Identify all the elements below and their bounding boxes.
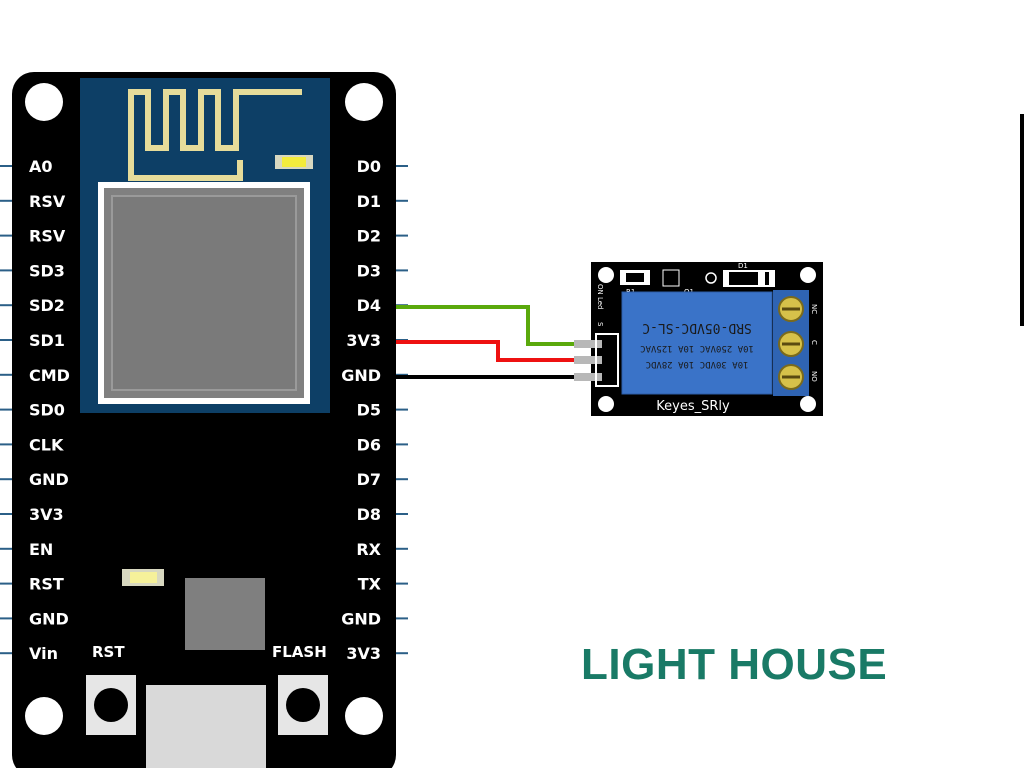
relay-hole-top-right bbox=[800, 267, 816, 283]
pin-label-right-tx: TX bbox=[358, 575, 382, 594]
signal-pin-label: S bbox=[596, 322, 604, 327]
diode-d1-band bbox=[758, 272, 765, 285]
relay-hole-top-left bbox=[598, 267, 614, 283]
mount-hole-top-right bbox=[345, 83, 383, 121]
pin-label-right-d6: D6 bbox=[357, 435, 381, 454]
d1-label: D1 bbox=[738, 262, 748, 270]
wire-d4-signal bbox=[396, 305, 575, 346]
led-indicator bbox=[705, 272, 717, 284]
rst-button[interactable] bbox=[86, 675, 136, 735]
nodemcu-board: A0RSVRSVSD3SD2SD1CMDSD0CLKGND3V3ENRSTGND… bbox=[12, 72, 396, 768]
relay-module: R1 Q1 D1 ON Led S SRD-05VDC-SL-C 10A 250… bbox=[574, 262, 823, 416]
pin-label-right-d7: D7 bbox=[357, 470, 381, 489]
mount-hole-bottom-left bbox=[25, 697, 63, 735]
relay-pin-signal bbox=[574, 340, 602, 348]
pin-label-left-en: EN bbox=[29, 540, 53, 559]
relay-rating-line-1: 10A 250VAC 10A 125VAC bbox=[640, 343, 754, 353]
terminal-no[interactable] bbox=[778, 364, 804, 390]
flash-button-label: FLASH bbox=[272, 643, 327, 661]
pin-label-left-cmd: CMD bbox=[29, 366, 70, 385]
pin-label-left-gnd: GND bbox=[29, 609, 69, 628]
terminal-label-no: NO bbox=[810, 371, 818, 382]
terminal-c[interactable] bbox=[778, 331, 804, 357]
rst-button-cap bbox=[94, 688, 128, 722]
relay-hole-bottom-left bbox=[598, 396, 614, 412]
pin-label-left-vin: Vin bbox=[29, 644, 58, 663]
relay-model-text: SRD-05VDC-SL-C bbox=[642, 320, 752, 335]
pin-label-right-3v3: 3V3 bbox=[346, 331, 381, 350]
diagram-title: LIGHT HOUSE bbox=[581, 640, 888, 689]
pin-label-left-sd3: SD3 bbox=[29, 261, 65, 280]
pin-label-right-d5: D5 bbox=[357, 401, 381, 420]
led-label: ON Led bbox=[596, 284, 604, 310]
terminal-label-c: C bbox=[810, 340, 818, 345]
pin-label-left-gnd: GND bbox=[29, 470, 69, 489]
relay-brand: Keyes_SRly bbox=[656, 399, 730, 414]
mount-hole-bottom-right bbox=[345, 697, 383, 735]
pin-label-left-rst: RST bbox=[29, 575, 64, 594]
pin-label-left-clk: CLK bbox=[29, 435, 64, 454]
usb-connector bbox=[146, 685, 266, 768]
pin-label-right-3v3: 3V3 bbox=[346, 644, 381, 663]
pin-label-right-d0: D0 bbox=[357, 157, 381, 176]
pin-label-right-d4: D4 bbox=[357, 296, 381, 315]
relay-body bbox=[621, 291, 773, 395]
resistor-r1-body bbox=[626, 273, 644, 282]
wires bbox=[396, 305, 575, 379]
transistor-q1 bbox=[662, 269, 680, 287]
relay-pin-vcc bbox=[574, 356, 602, 364]
rst-button-label: RST bbox=[92, 643, 125, 661]
pin-label-left-rsv: RSV bbox=[29, 192, 66, 211]
antenna-feed bbox=[128, 160, 243, 181]
shield-inner bbox=[111, 195, 297, 391]
pin-label-left-rsv: RSV bbox=[29, 227, 66, 246]
flash-button-cap bbox=[286, 688, 320, 722]
edge-bar bbox=[1020, 114, 1024, 326]
usb-chip bbox=[185, 578, 265, 650]
pin-label-left-sd0: SD0 bbox=[29, 401, 65, 420]
pin-label-left-3v3: 3V3 bbox=[29, 505, 64, 524]
terminal-label-nc: NC bbox=[810, 304, 818, 314]
pin-label-left-a0: A0 bbox=[29, 157, 53, 176]
pin-label-right-gnd: GND bbox=[341, 366, 381, 385]
relay-rating-line-2: 10A 30VDC 10A 28VDC bbox=[646, 359, 749, 369]
relay-print: SRD-05VDC-SL-C 10A 250VAC 10A 125VAC 10A… bbox=[640, 320, 754, 369]
relay-pin-gnd bbox=[574, 373, 602, 381]
wire-3v3-power bbox=[396, 340, 575, 362]
flash-button[interactable] bbox=[278, 675, 328, 735]
pin-label-left-sd2: SD2 bbox=[29, 296, 65, 315]
pin-label-right-d2: D2 bbox=[357, 227, 381, 246]
relay-hole-bottom-right bbox=[800, 396, 816, 412]
board-led bbox=[130, 572, 157, 583]
pin-label-left-sd1: SD1 bbox=[29, 331, 65, 350]
pcb-antenna bbox=[128, 89, 302, 165]
terminal-nc[interactable] bbox=[778, 296, 804, 322]
pin-label-right-gnd: GND bbox=[341, 609, 381, 628]
mount-hole-top-left bbox=[25, 83, 63, 121]
pin-label-right-d8: D8 bbox=[357, 505, 381, 524]
pin-label-right-rx: RX bbox=[356, 540, 381, 559]
relay-header bbox=[595, 333, 619, 387]
pin-label-right-d1: D1 bbox=[357, 192, 381, 211]
module-led bbox=[282, 157, 306, 167]
pin-label-right-d3: D3 bbox=[357, 261, 381, 280]
